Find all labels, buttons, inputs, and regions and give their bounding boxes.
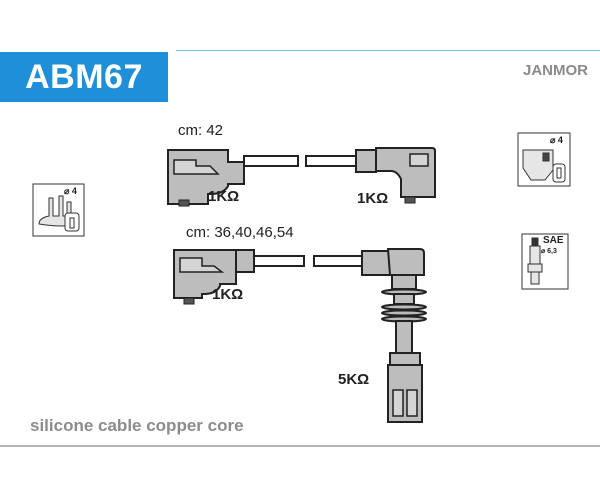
cable2-right-resistance: 5KΩ [338, 371, 370, 388]
header-rule [176, 50, 600, 51]
part-number: ABM67 [25, 58, 143, 96]
ignition-coil-icon [517, 132, 571, 187]
cable2-length-label: cm: 36,40,46,54 [186, 224, 294, 241]
cable2-right-boot [361, 248, 427, 423]
spark-plug-diameter: ⌀ 6,3 [541, 248, 557, 255]
cable2-left-resistance: 1KΩ [212, 286, 244, 303]
footer-rule [0, 445, 600, 447]
cable1-length-label: cm: 42 [178, 122, 224, 139]
cable2-wire-right [313, 255, 365, 267]
cable1-wire-left [243, 155, 299, 167]
distributor-diameter: ⌀ 4 [64, 186, 77, 196]
cable2-left-boot [173, 249, 255, 305]
cable1-left-resistance: 1KΩ [208, 188, 240, 205]
cable1-wire-right [305, 155, 359, 167]
cable2-wire-left [253, 255, 305, 267]
spark-plug-standard: SAE [543, 235, 564, 246]
cable1-right-resistance: 1KΩ [357, 190, 389, 207]
cable1-right-boot [355, 147, 436, 204]
part-number-banner [0, 52, 168, 102]
cable-description: silicone cable copper core [30, 416, 244, 435]
distributor-cap-icon [32, 183, 85, 237]
cable1-left-boot [167, 149, 245, 207]
spark-plug-icon [521, 233, 569, 290]
coil-diameter: ⌀ 4 [550, 135, 563, 145]
brand-name: JANMOR [522, 62, 588, 79]
